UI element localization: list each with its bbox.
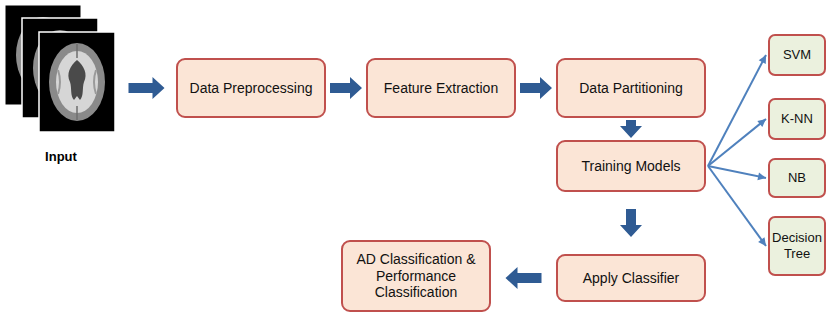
- box-label: Training Models: [581, 158, 680, 175]
- box-label: Input: [45, 149, 77, 165]
- flow-arrow: [506, 267, 542, 289]
- process-box: Apply Classifier: [556, 254, 706, 302]
- box-label: K-NN: [781, 111, 813, 127]
- flow-arrow: [620, 120, 642, 138]
- classifier-box: SVM: [768, 34, 826, 76]
- process-box: Feature Extraction: [366, 58, 516, 118]
- flow-arrow: [330, 77, 362, 99]
- result-box: AD Classification & Performance Classifi…: [341, 240, 491, 312]
- box-label: AD Classification & Performance Classifi…: [349, 251, 483, 301]
- box-label: Data Preprocessing: [190, 80, 313, 97]
- box-label: Feature Extraction: [384, 80, 498, 97]
- branch-arrow: [708, 55, 766, 166]
- classifier-box: NB: [768, 158, 826, 198]
- flow-arrow: [620, 209, 642, 237]
- flow-arrow: [520, 77, 552, 99]
- classifier-box: Decision Tree: [768, 216, 826, 276]
- box-label: NB: [788, 170, 806, 186]
- process-box: Data Partitioning: [556, 58, 706, 118]
- box-label: Apply Classifier: [583, 270, 679, 287]
- process-box: Data Preprocessing: [176, 58, 326, 118]
- box-label: SVM: [783, 47, 811, 63]
- process-box: Training Models: [556, 140, 706, 192]
- box-label: Data Partitioning: [579, 80, 683, 97]
- flow-arrow: [129, 77, 165, 99]
- input-stack: Input: [5, 5, 117, 165]
- mri-slice: [39, 32, 115, 132]
- branch-arrow: [708, 166, 766, 246]
- branch-arrow: [708, 119, 766, 166]
- classifier-box: K-NN: [768, 98, 826, 140]
- box-label: Decision Tree: [772, 230, 822, 261]
